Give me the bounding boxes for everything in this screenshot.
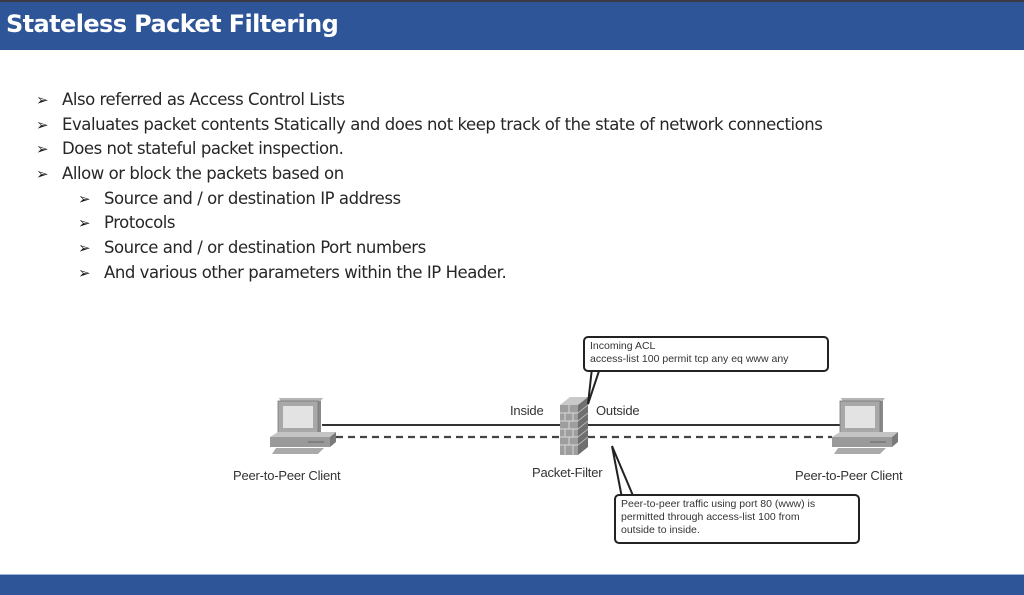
traffic-callout-line: permitted through access-list 100 from — [621, 511, 800, 523]
traffic-callout-line: outside to inside. — [621, 524, 700, 536]
bullet-text: Allow or block the packets based on — [62, 164, 344, 184]
bullet-text: And various other parameters within the … — [104, 262, 507, 282]
left-client-label: Peer-to-Peer Client — [233, 468, 341, 483]
slide-title: Stateless Packet Filtering — [6, 10, 339, 38]
arrow-bullet-icon: ➢ — [78, 189, 91, 208]
bullet-text: Also referred as Access Control Lists — [62, 90, 345, 109]
firewall-brick-wall-icon — [560, 397, 589, 455]
bullet-text: Source and / or destination Port numbers — [104, 238, 426, 258]
title-bar: Stateless Packet Filtering — [0, 2, 1024, 50]
arrow-bullet-icon: ➢ — [36, 115, 49, 134]
bullet-text: Does not stateful packet inspection. — [62, 139, 344, 159]
top-edge — [0, 0, 1024, 2]
acl-callout-pointer — [587, 367, 602, 405]
traffic-callout-line: Peer-to-peer traffic using port 80 (www)… — [621, 498, 816, 510]
inside-label: Inside — [510, 403, 544, 418]
bullet-text: Source and / or destination IP address — [104, 188, 401, 208]
right-client-label: Peer-to-Peer Client — [795, 468, 903, 483]
outside-label: Outside — [596, 403, 640, 418]
desktop-computer-icon — [270, 398, 336, 454]
arrow-bullet-icon: ➢ — [78, 239, 91, 258]
footer-bar — [0, 574, 1024, 595]
acl-callout: Incoming ACL access-list 100 permit tcp … — [583, 336, 829, 372]
bullet-text: Protocols — [104, 213, 176, 233]
arrow-bullet-icon: ➢ — [36, 140, 49, 159]
arrow-bullet-icon: ➢ — [36, 91, 49, 109]
packet-filter-label: Packet-Filter — [532, 465, 603, 480]
arrow-bullet-icon: ➢ — [78, 263, 91, 282]
traffic-callout-pointer — [611, 445, 636, 499]
acl-callout-title: Incoming ACL — [590, 340, 656, 352]
arrow-bullet-icon: ➢ — [78, 214, 91, 233]
desktop-computer-icon — [832, 398, 898, 454]
arrow-bullet-icon: ➢ — [36, 165, 49, 184]
traffic-callout: Peer-to-peer traffic using port 80 (www)… — [614, 494, 860, 544]
bullet-text: Evaluates packet contents Statically and… — [62, 114, 823, 134]
acl-callout-rule: access-list 100 permit tcp any eq www an… — [590, 353, 789, 365]
